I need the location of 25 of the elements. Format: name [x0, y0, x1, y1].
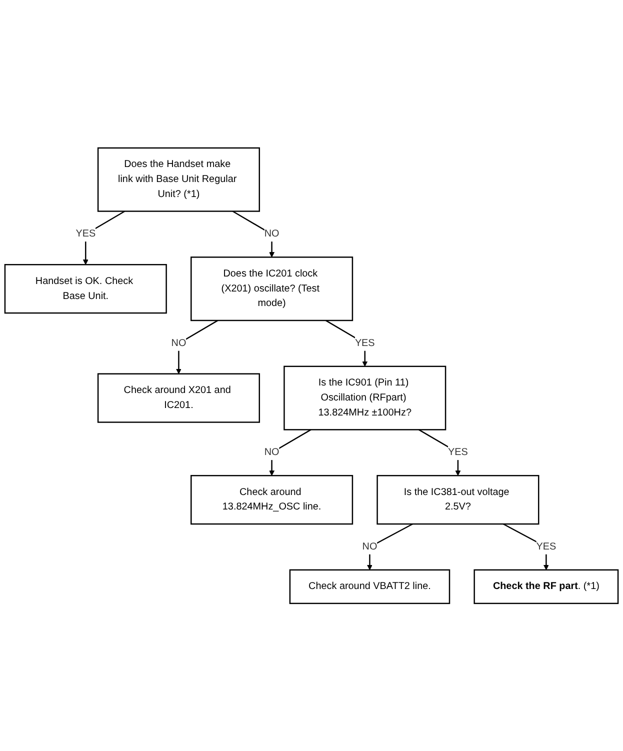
node-box: Does the Handset make link with Base Unit Regular Unit? (*1) [97, 147, 260, 212]
node-box: Check around X201 and IC201. [97, 373, 260, 423]
node-box: Does the IC201 clock (X201) oscillate? (Test mode) [190, 256, 354, 321]
edge-label: NO [264, 446, 280, 458]
arrow [176, 320, 218, 374]
arrow [269, 428, 312, 476]
arrow [418, 428, 461, 476]
arrow [367, 523, 413, 570]
node-box: Is the IC381-out voltage 2.5V? [376, 474, 540, 524]
node-box: Check around 13.824MHz_OSC line. [190, 474, 354, 524]
edge-label: YES [536, 541, 556, 552]
edge-label: NO [264, 228, 280, 239]
arrow [82, 210, 126, 265]
edge-label: YES [76, 228, 96, 239]
edge-label: YES [354, 338, 375, 348]
node-box: Check the RF part. (*1) [474, 569, 619, 604]
node-box: Handset is OK. Check Base Unit. [4, 264, 167, 314]
edge-label: NO [171, 338, 186, 348]
arrow [232, 210, 275, 258]
arrow [325, 320, 368, 366]
arrow [502, 523, 549, 570]
edge-label: YES [448, 446, 468, 458]
edge-label: NO [362, 541, 378, 552]
node-box: Check around VBATT2 line. [289, 569, 450, 604]
node-box: Is the IC901 (Pin 11) Oscillation (RFpart) 13.824MHz ±100Hz? [284, 366, 446, 430]
